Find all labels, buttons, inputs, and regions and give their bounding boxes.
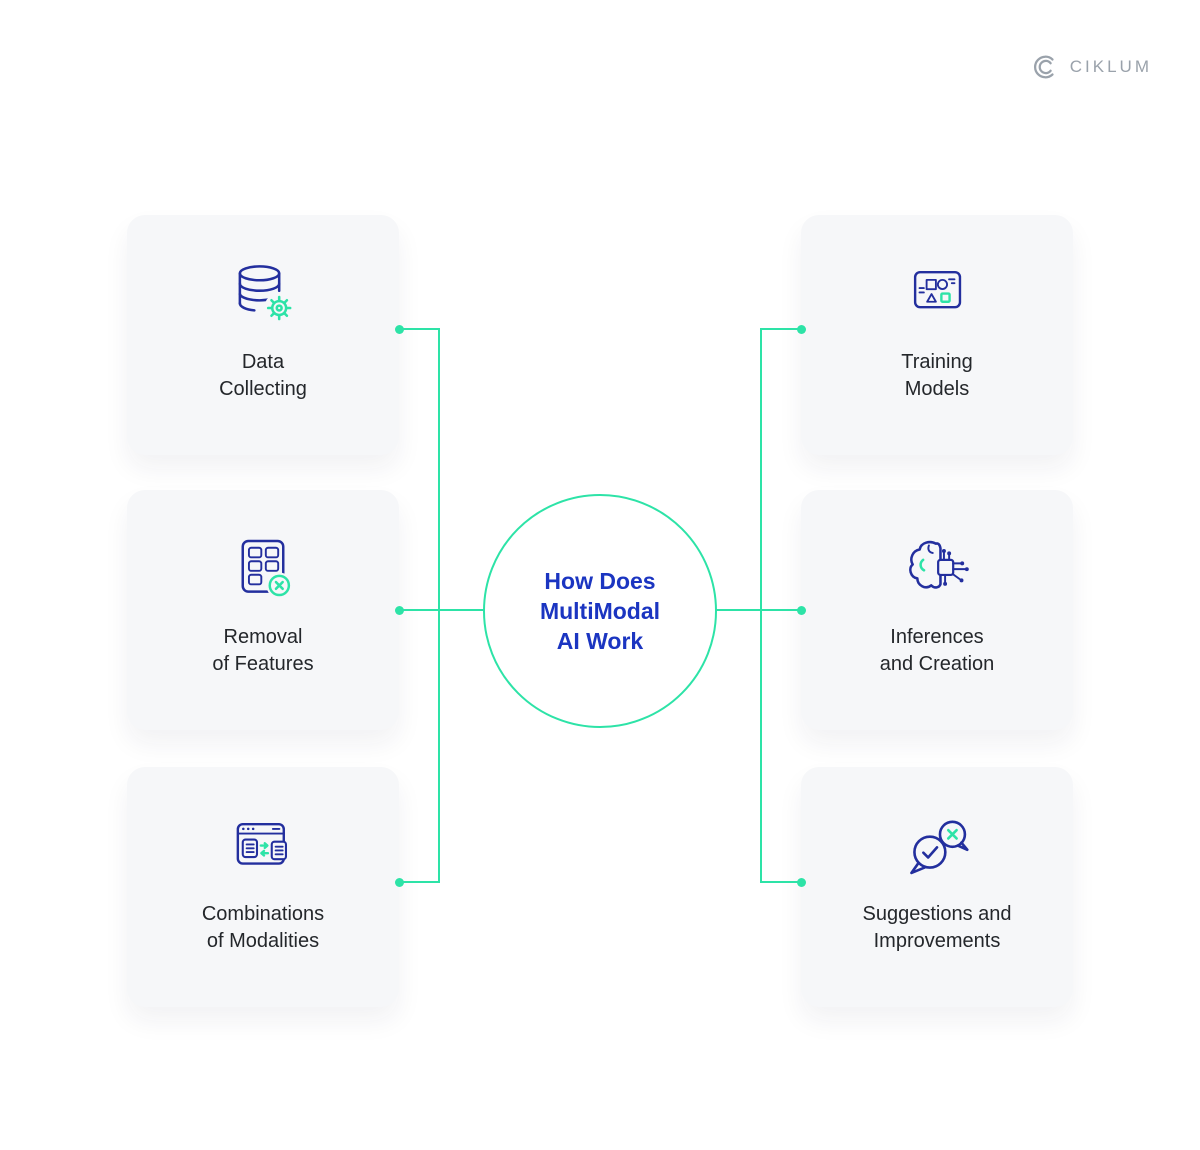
card-label-line: Suggestions and: [862, 903, 1012, 925]
ciklum-mark-icon: [1030, 52, 1060, 82]
card-label: Data Collecting: [219, 349, 307, 403]
center-title-line: AI Work: [556, 628, 644, 654]
card-label-line: Training: [901, 351, 973, 373]
card-label: Combinations of Modalities: [202, 901, 324, 955]
training-models-icon: [898, 245, 976, 341]
logo-wordmark: CIKLUM: [1069, 57, 1152, 76]
connector-right-bus: [760, 328, 762, 883]
card-label: Suggestions and Improvements: [862, 901, 1011, 955]
center-circle: How Does MultiModal AI Work: [483, 494, 717, 728]
connector-dot: [797, 325, 806, 334]
card-label-line: Removal: [223, 626, 303, 648]
card-label: Removal of Features: [212, 624, 313, 678]
connector-right-top-stub: [760, 328, 802, 330]
feature-removal-icon: [227, 520, 299, 616]
card-label-line: and Creation: [879, 653, 995, 675]
ciklum-logo: CIKLUM: [1030, 52, 1152, 82]
card-label-line: Combinations: [201, 903, 325, 925]
card-label-line: Models: [904, 378, 970, 400]
connector-right-middle-stub: [715, 609, 802, 611]
card-label-line: Inferences: [890, 626, 984, 648]
connector-dot: [797, 878, 806, 887]
connector-dot: [395, 878, 404, 887]
center-title-line: MultiModal: [539, 598, 661, 624]
card-training-models: Training Models: [801, 215, 1073, 455]
connector-dot: [797, 606, 806, 615]
card-label-line: Data: [241, 351, 285, 373]
card-removal-of-features: Removal of Features: [127, 490, 399, 730]
connector-dot: [395, 325, 404, 334]
connector-left-bus: [438, 328, 440, 883]
card-label-line: Improvements: [873, 930, 1001, 952]
center-title-line: How Does: [544, 568, 656, 594]
card-suggestions-and-improvements: Suggestions and Improvements: [801, 767, 1073, 1007]
card-label-line: of Features: [212, 653, 314, 675]
card-inferences-and-creation: Inferences and Creation: [801, 490, 1073, 730]
database-gear-icon: [226, 245, 300, 341]
brain-circuit-icon: [898, 520, 976, 616]
card-label-line: Collecting: [219, 378, 307, 400]
connector-right-bottom-stub: [760, 881, 802, 883]
card-label-line: of Modalities: [206, 930, 320, 952]
modality-combination-icon: [224, 797, 302, 893]
card-label: Inferences and Creation: [880, 624, 995, 678]
connector-left-top-stub: [399, 328, 440, 330]
connector-dot: [395, 606, 404, 615]
connector-left-middle-stub: [399, 609, 485, 611]
card-data-collecting: Data Collecting: [127, 215, 399, 455]
connector-left-bottom-stub: [399, 881, 440, 883]
card-combinations-of-modalities: Combinations of Modalities: [127, 767, 399, 1007]
suggestion-bubbles-icon: [899, 797, 975, 893]
card-label: Training Models: [901, 349, 973, 403]
